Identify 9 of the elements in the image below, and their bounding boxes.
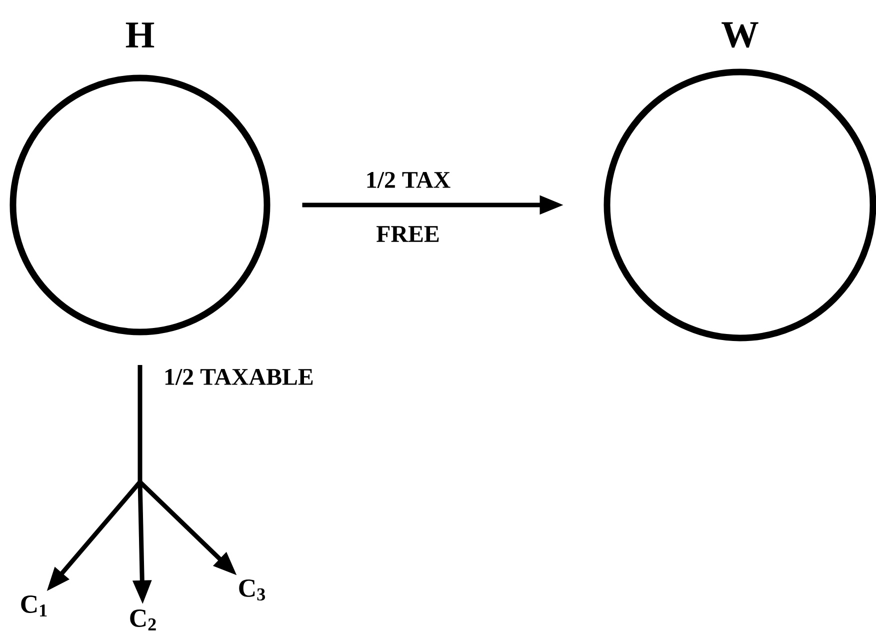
node-label: C$_{3}$ bbox=[239, 579, 265, 601]
label: FREE bbox=[376, 226, 439, 242]
circle-heading: H bbox=[126, 22, 154, 48]
node-label: C$_{1}$ bbox=[21, 596, 47, 616]
circle-heading: W bbox=[722, 22, 758, 48]
edge-label: 1/2 TAX bbox=[367, 172, 450, 188]
edge-label: 1/2 TAXABLE bbox=[165, 368, 313, 386]
node-label: C$_{2}$ bbox=[130, 610, 156, 630]
line bbox=[138, 365, 142, 482]
